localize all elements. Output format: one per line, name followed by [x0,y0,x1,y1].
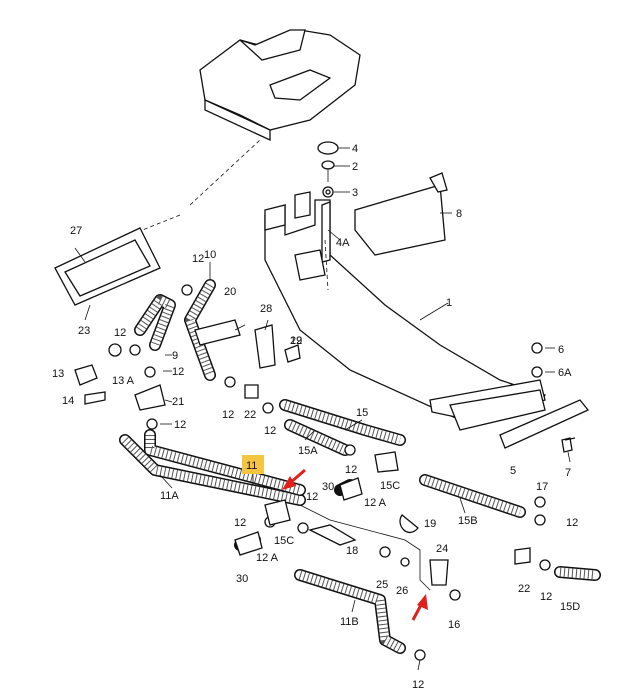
label-12-i: 12 [306,491,318,503]
cap-and-screw-parts [317,141,350,241]
label-12-g: 12 [345,464,357,476]
label-12-j: 12 [566,517,578,529]
label-6: 6 [558,344,564,356]
label-12-a: 12 [192,253,204,265]
label-6a: 6A [558,367,572,379]
part-labels: 1 2 3 4 4A 5 6 6A 7 8 9 10 11 11A 11B 12… [52,143,580,691]
label-14: 14 [62,395,74,407]
upper-housing-drawing [104,29,361,246]
label-22-a: 22 [244,409,256,421]
label-3: 3 [352,187,358,199]
label-29: 29 [290,335,302,347]
right-bracket-parts [449,342,590,463]
label-11a: 11A [160,490,179,502]
label-12-l: 12 [412,679,424,691]
label-11b: 11B [340,616,359,628]
label-25: 25 [376,579,388,591]
label-11: 11 [246,460,257,472]
label-15: 15 [356,407,368,419]
label-23: 23 [78,325,90,337]
label-7: 7 [565,467,571,479]
label-12a-1: 12 A [364,497,387,509]
label-12-k: 12 [540,591,552,603]
label-19: 19 [424,518,436,530]
arrow-head-2 [417,594,428,610]
label-4: 4 [352,143,358,155]
arrow-head-1 [282,476,296,490]
label-30-a: 30 [322,481,334,493]
label-24: 24 [436,543,448,555]
label-26: 26 [396,585,408,597]
label-17: 17 [536,481,548,493]
label-18: 18 [346,545,358,557]
label-12-e: 12 [222,409,234,421]
label-12-d: 12 [174,419,186,431]
label-12-h: 12 [234,517,246,529]
label-leaders [159,212,466,671]
label-15c-1: 15C [380,480,400,492]
label-12a-2: 12 A [256,552,279,564]
label-15b: 15B [458,515,478,527]
label-12-f: 12 [264,425,276,437]
label-2: 2 [352,161,358,173]
clamps-and-connectors [74,284,576,661]
label-9: 9 [172,350,178,362]
label-20: 20 [224,286,236,298]
label-5: 5 [510,465,516,477]
label-22-b: 22 [518,583,530,595]
label-13a: 13 A [112,375,135,387]
cover-panel-8 [354,172,448,256]
sensor-unit-23-27 [54,227,161,321]
label-16: 16 [448,619,460,631]
label-21: 21 [172,396,184,408]
label-27: 27 [70,225,82,237]
label-4a: 4A [336,237,350,249]
label-13: 13 [52,368,64,380]
red-arrows [282,468,428,621]
label-12-b: 12 [114,327,126,339]
label-10: 10 [204,249,216,261]
highlight-box-11 [242,455,264,474]
label-30-b: 30 [236,573,248,585]
label-15a: 15A [298,445,318,457]
label-12-c: 12 [172,366,184,378]
label-15c-2: 15C [274,535,294,547]
label-12-m: 12 [290,335,302,347]
label-1: 1 [446,297,452,309]
hoses-drawing [119,279,601,654]
label-15d: 15D [560,601,580,613]
label-8: 8 [456,208,462,220]
label-28: 28 [260,303,272,315]
